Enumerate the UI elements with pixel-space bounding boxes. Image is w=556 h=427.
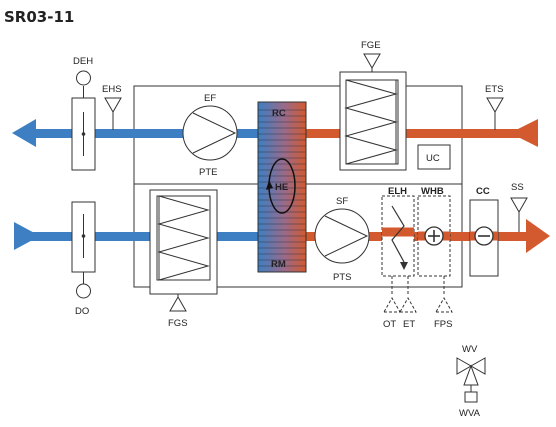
label-whb: WHB (421, 186, 444, 197)
label-et: ET (403, 319, 415, 330)
exhaust-outlet-arrow (12, 119, 36, 147)
ss-sensor-icon (510, 197, 528, 232)
label-sf: SF (336, 196, 348, 207)
heat-exchanger (257, 101, 307, 273)
et-sensor-icon (399, 296, 417, 313)
supply-inlet-arrow (14, 222, 40, 250)
label-fgs: FGS (168, 318, 188, 329)
label-rc: RC (272, 108, 286, 119)
exhaust-inlet-arrow (510, 119, 538, 147)
control-unit-box (417, 144, 451, 170)
deh-actuator-icon (76, 70, 91, 86)
label-pts: PTS (333, 272, 351, 283)
label-elh: ELH (388, 186, 407, 197)
cooling-coil-icon (469, 199, 499, 277)
label-rm: RM (271, 259, 286, 270)
label-fge: FGE (361, 40, 381, 51)
label-pte: PTE (199, 167, 217, 178)
label-ehs: EHS (102, 84, 122, 95)
water-valve-icon (456, 357, 486, 403)
supply-inlet-duct (14, 232, 260, 241)
supply-outlet-arrow (526, 219, 550, 253)
label-do: DO (75, 306, 89, 317)
exhaust-fan-icon (182, 105, 238, 161)
exhaust-filter-icon (339, 71, 407, 171)
exhaust-damper (71, 70, 96, 171)
exhaust-outlet-duct (34, 129, 260, 138)
fge-sensor-icon (363, 53, 381, 72)
label-ot: OT (383, 319, 396, 330)
ehs-sensor-icon (104, 97, 122, 130)
label-ef: EF (204, 93, 216, 104)
label-deh: DEH (73, 56, 93, 67)
supply-filter-icon (149, 189, 218, 295)
do-actuator-icon (76, 283, 91, 299)
valve-actuator-icon (464, 391, 478, 403)
label-wv: WV (462, 344, 478, 355)
diagram-title: SR03-11 (4, 8, 74, 26)
fgs-sensor-icon (169, 294, 187, 312)
label-ss: SS (511, 182, 524, 193)
water-heater-icon (417, 195, 451, 296)
exhaust-inlet-duct (306, 129, 538, 138)
label-fps: FPS (434, 319, 452, 330)
fps-sensor-icon (435, 296, 453, 313)
ot-sensor-icon (383, 296, 401, 313)
ets-sensor-icon (486, 97, 504, 130)
electric-heater-icon (381, 195, 415, 296)
supply-fan-icon (314, 208, 370, 264)
label-uc: UC (426, 153, 440, 164)
supply-damper (71, 201, 96, 299)
label-he: HE (275, 182, 288, 193)
label-cc: CC (476, 186, 490, 197)
label-ets: ETS (485, 84, 503, 95)
label-wva: WVA (459, 408, 481, 419)
